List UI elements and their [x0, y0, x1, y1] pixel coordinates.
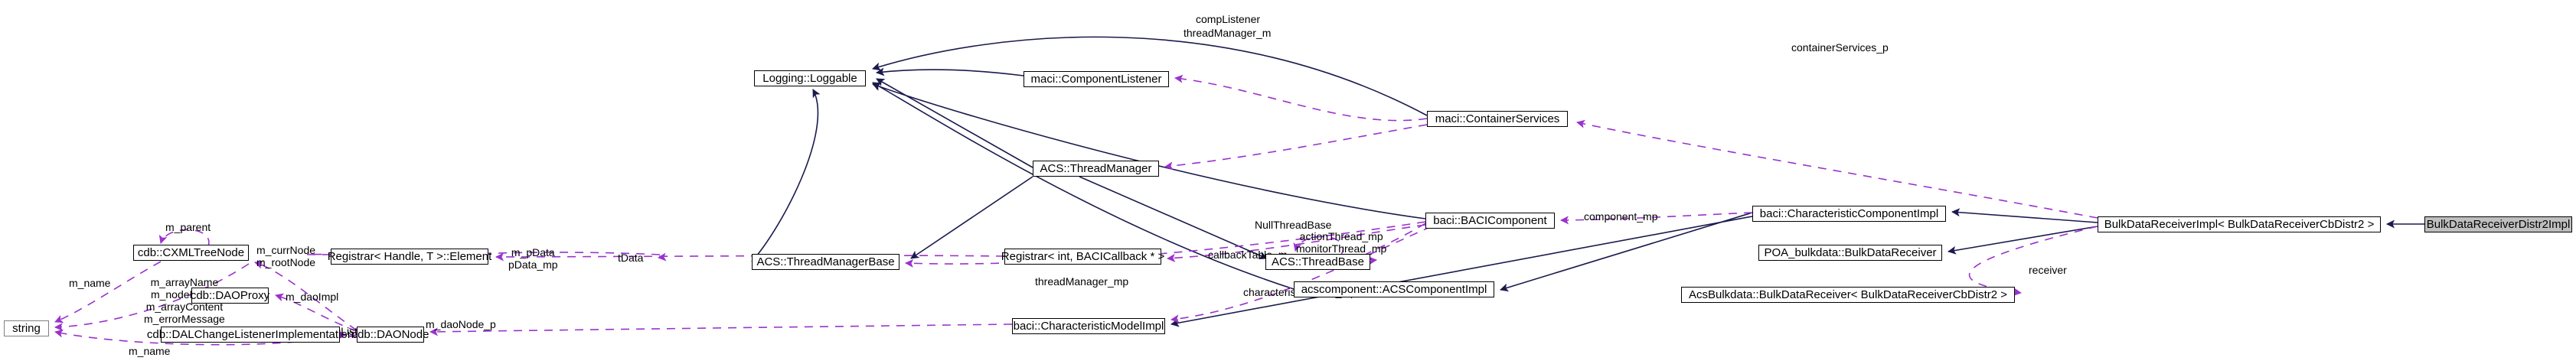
- node-bulkdatareceiverdistr2impl[interactable]: BulkDataReceiverDistr2Impl: [2424, 216, 2572, 232]
- edge-label-m-currnode-m-rootnode: m_currNode m_rootNode: [256, 244, 316, 269]
- node-maci-containerservices[interactable]: maci::ContainerServices: [1427, 111, 1568, 127]
- node-acs-threadmanagerbase[interactable]: ACS::ThreadManagerBase: [752, 254, 899, 270]
- edge-label-containerservices-p: containerServices_p: [1791, 41, 1889, 54]
- edge-label-tdata: tData: [618, 252, 644, 264]
- node-acsbulkdata-bulkdatareceiver[interactable]: AcsBulkdata::BulkDataReceiver< BulkDataR…: [1681, 287, 2015, 303]
- edge-label-threadmanager-m: threadManager_m: [1184, 27, 1272, 39]
- edge-label-action-monitor-thread-mp: actionThread_mp monitorThread_mp: [1296, 230, 1387, 255]
- edge-label-receiver: receiver: [2029, 264, 2067, 276]
- node-string[interactable]: string: [4, 320, 49, 336]
- edge-label-m-pdata-pdata-mp: m_pData pData_mp: [508, 246, 558, 271]
- node-baci-bacicomponent[interactable]: baci::BACIComponent: [1425, 213, 1555, 229]
- edge-label-m-daonode-p: m_daoNode_p: [426, 318, 496, 330]
- edge-label-m-daoimpl: m_daoImpl: [286, 291, 339, 303]
- edge-label-m-name-daonode: m_name: [129, 345, 171, 357]
- node-cdb-dalchangelistenerimplementation[interactable]: cdb::DALChangeListenerImplementation: [146, 327, 354, 343]
- node-maci-componentlistener[interactable]: maci::ComponentListener: [1024, 71, 1169, 87]
- node-acs-threadmanager[interactable]: ACS::ThreadManager: [1033, 161, 1159, 177]
- node-poa-bulkdata-bulkdatareceiver[interactable]: POA_bulkdata::BulkDataReceiver: [1758, 245, 1942, 261]
- node-acscomponent-acscomponentimpl[interactable]: acscomponent::ACSComponentImpl: [1294, 281, 1494, 297]
- edge-label-complistener: compListener: [1196, 13, 1261, 25]
- edge-label-component-mp: component_mp: [1584, 210, 1658, 223]
- edge-label-m-parent: m_parent: [165, 221, 211, 233]
- node-registrar-handle-t-element[interactable]: Registrar< Handle, T >::Element: [327, 249, 492, 265]
- node-baci-characteristiccomponentimpl[interactable]: baci::CharacteristicComponentImpl: [1752, 206, 1946, 222]
- node-cdb-cxmltreenode[interactable]: cdb::CXMLTreeNode: [133, 245, 249, 261]
- node-cdb-daoproxy[interactable]: cdb::DAOProxy: [190, 288, 270, 304]
- inheritance-edge-group: [751, 36, 2424, 327]
- edge-label-nullthreadbase: NullThreadBase: [1255, 219, 1332, 231]
- node-logging-loggable[interactable]: Logging::Loggable: [754, 70, 866, 86]
- node-cdb-daonode[interactable]: cdb::DAONode: [351, 327, 429, 343]
- node-acs-threadbase[interactable]: ACS::ThreadBase: [1265, 254, 1370, 270]
- node-baci-characteristicmodelimpl[interactable]: baci::CharacteristicModelImpl: [1012, 318, 1165, 334]
- edge-label-threadmanager-mp: threadManager_mp: [1035, 275, 1129, 288]
- node-registrar-int-bacicallback[interactable]: Registrar< int, BACICallback * >: [1001, 249, 1165, 265]
- edge-label-m-name-cxmltreenode: m_name: [69, 277, 111, 289]
- node-bulkdatareceiverimpl[interactable]: BulkDataReceiverImpl< BulkDataReceiverCb…: [2098, 216, 2381, 232]
